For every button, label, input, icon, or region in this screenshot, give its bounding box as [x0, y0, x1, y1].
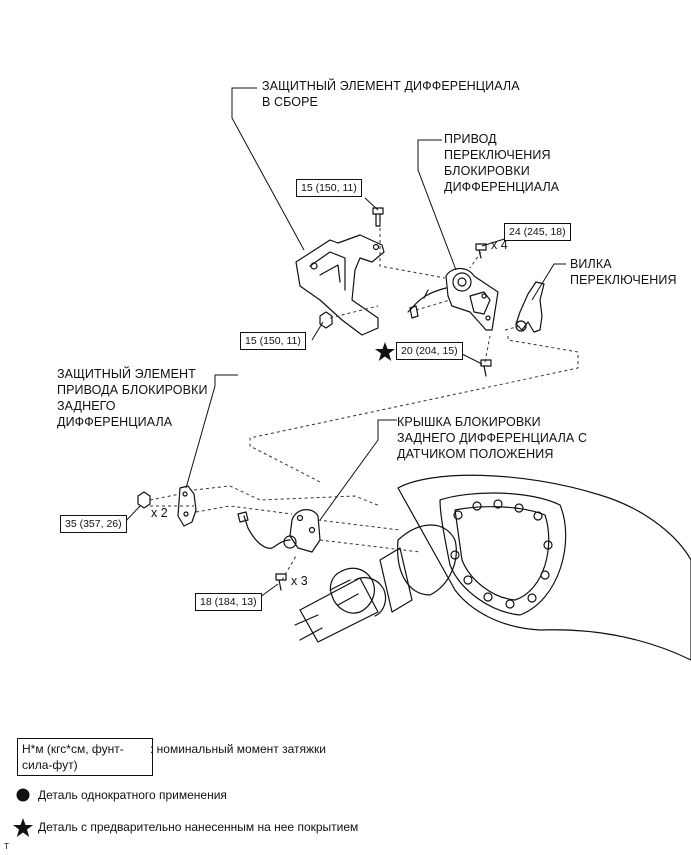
precoated-star-icon [375, 342, 395, 361]
label-shift-fork: ВИЛКА ПЕРЕКЛЮЧЕНИЯ [570, 257, 677, 287]
torque-box-top-bolt: 15 (150, 11) [296, 179, 362, 197]
lock-cover-part [289, 509, 321, 553]
legend-unit-box: Н*м (кгс*см, фунт- сила-фут) [17, 738, 153, 776]
corner-mark: T [4, 842, 9, 851]
non-reusable-dot-icon [16, 788, 30, 802]
diff-protector-part [295, 234, 385, 336]
label-diff-protector: ЗАЩИТНЫЙ ЭЛЕМЕНТ ДИФФЕРЕНЦИАЛА В СБОРЕ [262, 79, 520, 109]
torque-box-protector-nut: 15 (150, 11) [240, 332, 306, 350]
legend-precoated: Деталь с предварительно нанесенным на не… [38, 820, 359, 834]
quantity-actuator-bolts: x 4 [491, 238, 508, 252]
torque-box-protector-nuts: 35 (357, 26) [60, 515, 127, 533]
lock-actuator-part [445, 267, 499, 331]
torque-box-actuator-bolt: 24 (245, 18) [504, 223, 571, 241]
torque-box-cover-bolts: 18 (184, 13) [195, 593, 262, 611]
quantity-protector-nuts: x 2 [151, 506, 168, 520]
label-lock-actuator: ПРИВОД ПЕРЕКЛЮЧЕНИЯ БЛОКИРОВКИ ДИФФЕРЕНЦ… [444, 132, 560, 194]
legend-star-icon [13, 818, 33, 837]
label-actuator-protector: ЗАЩИТНЫЙ ЭЛЕМЕНТ ПРИВОДА БЛОКИРОВКИ ЗАДН… [57, 367, 208, 429]
label-lock-cover: КРЫШКА БЛОКИРОВКИ ЗАДНЕГО ДИФФЕРЕНЦИАЛА … [397, 415, 588, 461]
legend-unit-description: : номинальный момент затяжки [150, 742, 326, 756]
shift-fork-part [515, 281, 545, 333]
torque-box-precoated-bolt: 20 (204, 15) [396, 342, 463, 360]
axle-housing [397, 474, 691, 661]
quantity-cover-bolts: x 3 [291, 574, 308, 588]
propeller-shaft [299, 577, 379, 643]
legend-non-reusable: Деталь однократного применения [38, 788, 227, 802]
actuator-protector-part [177, 485, 197, 527]
